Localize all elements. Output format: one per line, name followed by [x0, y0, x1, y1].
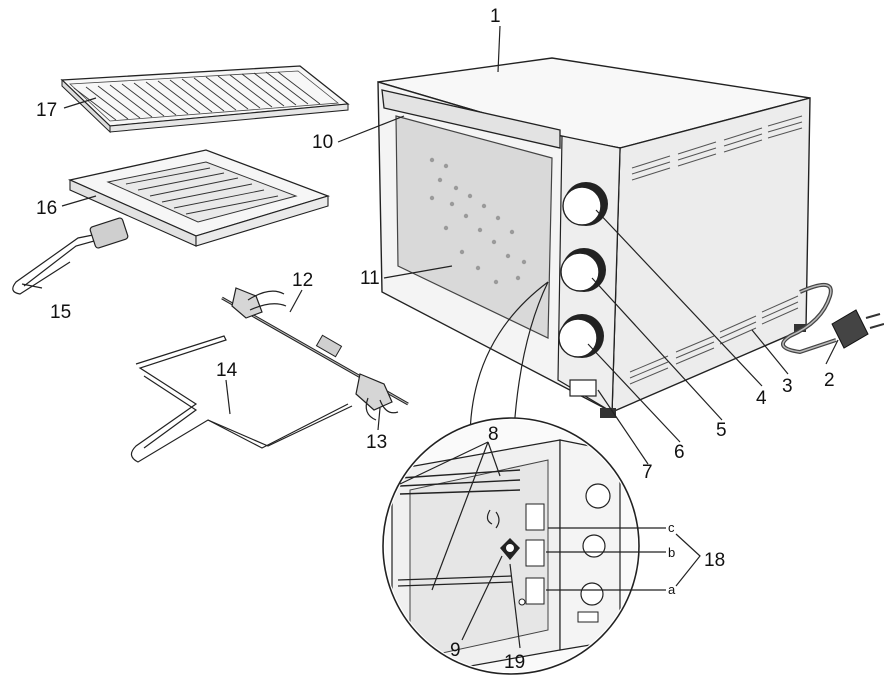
leader-lines	[21, 25, 839, 649]
label-7: 7	[642, 462, 653, 483]
label-8: 8	[488, 424, 499, 445]
label-a: a	[668, 582, 676, 597]
label-19: 19	[504, 652, 525, 673]
label-1: 1	[490, 6, 501, 27]
tray-handle	[12, 217, 129, 295]
spit-holder	[130, 335, 353, 463]
label-10: 10	[312, 132, 333, 153]
label-16: 16	[36, 198, 57, 219]
knob-top	[562, 182, 608, 226]
label-17: 17	[36, 100, 57, 121]
rotisserie-spit	[221, 287, 409, 421]
label-4: 4	[756, 388, 767, 409]
baking-tray	[67, 149, 331, 247]
label-6: 6	[674, 442, 685, 463]
oven	[377, 57, 811, 418]
label-11: 11	[360, 268, 380, 289]
label-14: 14	[216, 360, 238, 381]
label-c: c	[668, 520, 675, 535]
power-cord	[781, 283, 884, 355]
wire-rack	[60, 65, 350, 134]
label-18: 18	[704, 550, 725, 571]
label-13: 13	[366, 432, 387, 453]
label-15: 15	[50, 302, 71, 323]
indicator-light	[569, 379, 597, 397]
label-b: b	[668, 545, 675, 560]
interior-detail-view	[382, 281, 640, 675]
label-2: 2	[824, 370, 835, 391]
door-glass	[395, 115, 553, 339]
label-5: 5	[716, 420, 727, 441]
power-plug	[831, 309, 884, 349]
label-9: 9	[450, 640, 461, 661]
door-handle	[381, 89, 561, 149]
label-12: 12	[292, 270, 313, 291]
knob-bottom	[558, 314, 604, 358]
label-3: 3	[782, 376, 793, 397]
